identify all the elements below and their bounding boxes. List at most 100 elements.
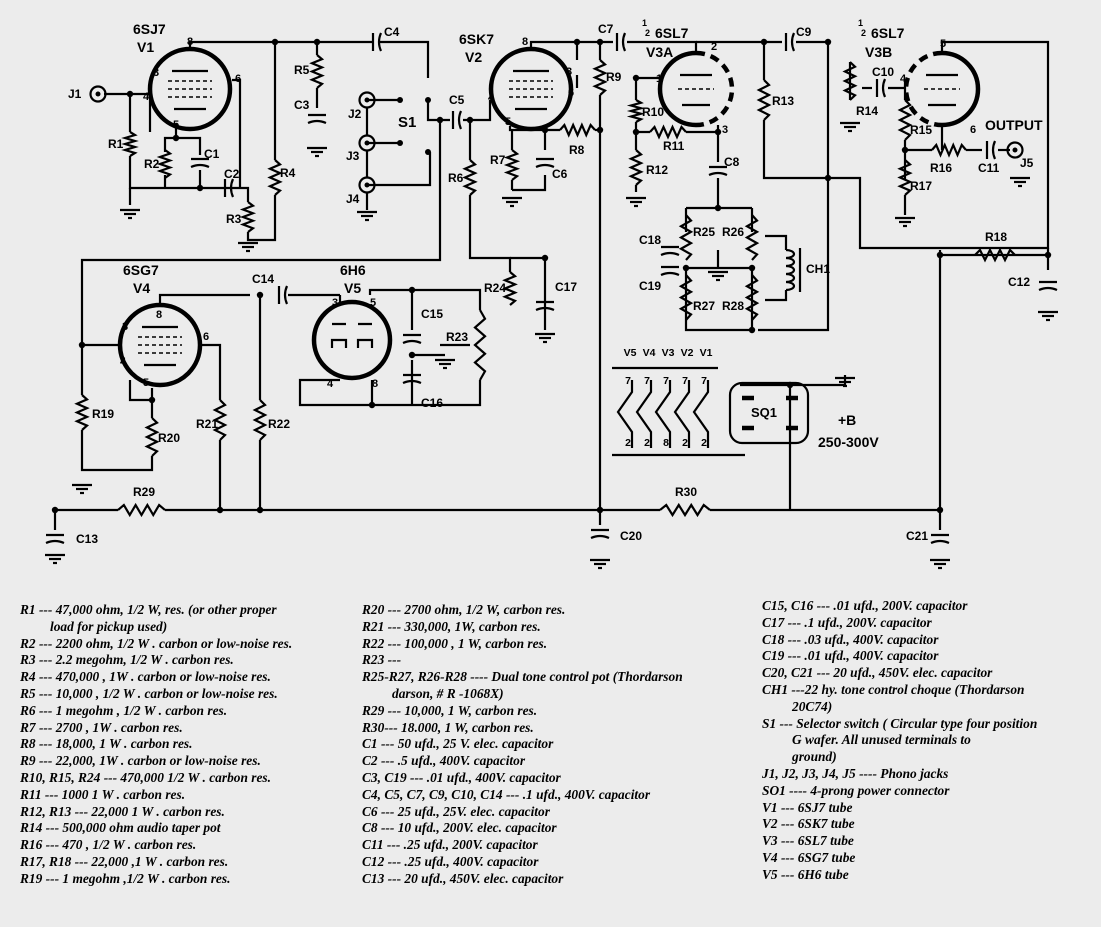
v3a-type-label: 6SL7 xyxy=(655,25,689,41)
junction-dot xyxy=(682,264,690,272)
label-r9: R9 xyxy=(606,70,622,84)
choke-ch1 xyxy=(785,248,802,292)
junction-dot xyxy=(1044,251,1052,259)
capacitor-c14 xyxy=(277,285,289,305)
parts-list-line: C8 --- 10 ufd., 200V. elec. capacitor xyxy=(362,820,557,836)
wire xyxy=(463,100,492,122)
label-c7: C7 xyxy=(598,22,614,36)
label-r24: R24 xyxy=(484,281,506,295)
parts-list-line: C4, C5, C7, C9, C10, C14 --- .1 ufd., 40… xyxy=(362,786,651,802)
label-c18: C18 xyxy=(639,233,661,247)
parts-list-line: R6 --- 1 megohm , 1/2 W . carbon res. xyxy=(20,702,228,718)
jack-j5 xyxy=(1006,141,1024,159)
parts-list-line: R23 --- xyxy=(362,652,402,668)
junction-dot xyxy=(714,204,722,212)
resistor-r10 xyxy=(626,99,646,123)
label-r10: R10 xyxy=(642,105,664,119)
resistor-r28 xyxy=(744,274,760,321)
parts-list-line: R30--- 18.000, 1 W, carbon res. xyxy=(362,719,534,735)
junction-dot xyxy=(368,401,376,409)
pin-number-1: 1 xyxy=(656,73,662,85)
resistor-r2 xyxy=(156,149,174,179)
components xyxy=(45,32,1058,570)
capacitor-c4 xyxy=(371,32,383,52)
capacitor-c5 xyxy=(451,110,463,130)
label-c6: C6 xyxy=(552,167,568,181)
socket-top-pin: 7 xyxy=(663,375,669,387)
label-s1: S1 xyxy=(398,114,416,131)
ground-symbol xyxy=(120,208,140,220)
junction-dot xyxy=(824,174,832,182)
junction-dot xyxy=(172,134,180,142)
wire xyxy=(158,293,250,305)
junction-dot xyxy=(408,351,416,359)
wire xyxy=(512,175,547,192)
label-c14: C14 xyxy=(252,272,274,286)
capacitor-c13 xyxy=(45,533,65,545)
label-r14: R14 xyxy=(856,104,878,118)
pin-number-3: 3 xyxy=(722,124,728,136)
wire xyxy=(232,78,242,188)
resistor-r22 xyxy=(252,399,268,441)
pin-number-8: 8 xyxy=(156,309,162,321)
wire xyxy=(188,40,372,49)
resistor-r6 xyxy=(462,159,478,196)
label-r27: R27 xyxy=(693,299,715,313)
power-socket-sq1 xyxy=(616,380,810,448)
socket-tube-label: V4 xyxy=(643,347,656,359)
tube-v3a-6sl7 xyxy=(657,50,735,128)
label-c21: C21 xyxy=(906,529,928,543)
wire xyxy=(762,40,1050,250)
parts-list-line: darson, # R -1068X) xyxy=(392,685,504,701)
junction-dot xyxy=(78,341,86,349)
resistor-r17 xyxy=(897,159,913,196)
junction-dot xyxy=(126,90,134,98)
wire xyxy=(80,120,442,345)
tube-v1-6sj7 xyxy=(147,46,233,132)
v3b-type-label: 6SL7 xyxy=(871,25,905,41)
label-c17: C17 xyxy=(555,280,577,294)
v2-name-label: V2 xyxy=(465,49,482,65)
socket-bottom-pin: 2 xyxy=(682,437,688,449)
capacitor-c8 xyxy=(708,165,728,177)
pin-number-3: 3 xyxy=(122,321,128,333)
label-c16: C16 xyxy=(421,396,443,410)
socket-bottom-pin: 8 xyxy=(663,437,669,449)
junction-dot xyxy=(541,254,549,262)
ground-symbol xyxy=(502,196,522,208)
label-c2: C2 xyxy=(224,167,240,181)
label-r7: R7 xyxy=(490,153,506,167)
junction-dot xyxy=(936,251,944,259)
parts-list-line: C18 --- .03 ufd., 400V. capacitor xyxy=(762,631,939,647)
resistor-r18 xyxy=(974,247,1016,263)
pin-number-6: 6 xyxy=(203,331,209,343)
label-r29: R29 xyxy=(133,485,155,499)
pin-number-2: 2 xyxy=(711,41,717,53)
v3b-name-label: V3B xyxy=(865,44,892,60)
parts-list-line: C15, C16 --- .01 ufd., 200V. capacitor xyxy=(762,598,968,613)
label-c19: C19 xyxy=(639,279,661,293)
jack-j1 xyxy=(89,85,107,103)
wire xyxy=(163,124,178,152)
capacitor-c18 xyxy=(660,245,680,257)
pin-number-5: 5 xyxy=(505,116,511,128)
socket-bottom-pin: 2 xyxy=(701,437,707,449)
label-r25: R25 xyxy=(693,225,715,239)
junction-dot xyxy=(216,506,224,514)
pin-number-4: 4 xyxy=(327,378,334,390)
capacitor-c2 xyxy=(223,178,235,198)
parts-list-line: C13 --- 20 ufd., 450V. elec. capacitor xyxy=(362,870,564,886)
parts-list-line: R3 --- 2.2 megohm, 1/2 W . carbon res. xyxy=(20,652,234,668)
switch-contact xyxy=(425,97,431,103)
parts-list-line: R17, R18 --- 22,000 ,1 W . carbon res. xyxy=(20,853,229,869)
v1-name-label: V1 xyxy=(137,39,154,55)
junction-dot xyxy=(51,506,59,514)
resistor-r23 xyxy=(473,309,487,381)
capacitor-c6 xyxy=(535,157,555,169)
junction-dot xyxy=(256,506,264,514)
resistor-r20 xyxy=(144,417,160,457)
pin-number-6: 6 xyxy=(970,124,976,136)
parts-list-line: load for pickup used) xyxy=(50,618,168,634)
wiring xyxy=(51,38,1052,530)
